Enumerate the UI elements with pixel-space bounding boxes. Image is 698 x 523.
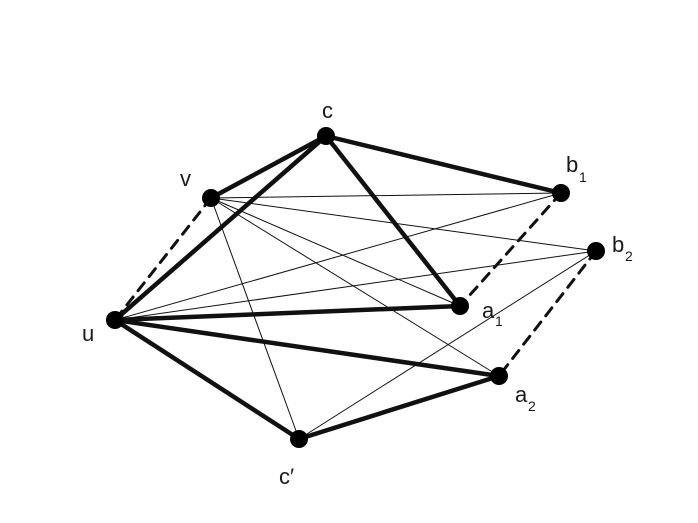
node-layer xyxy=(106,127,605,448)
edge-cp-b2 xyxy=(298,250,597,440)
node-label-a2: a xyxy=(515,382,528,407)
edge-v-b2 xyxy=(210,197,597,252)
node-c xyxy=(317,127,335,145)
node-label-cp: c′ xyxy=(279,464,294,489)
node-b2 xyxy=(587,242,605,260)
node-subscript-b1: 1 xyxy=(579,169,587,185)
edge-b2-a2 xyxy=(497,249,598,378)
edge-v-a2 xyxy=(210,197,500,377)
edge-b1-a1 xyxy=(458,191,563,308)
node-label-b2: b xyxy=(612,232,624,257)
edge-v-cp xyxy=(210,197,300,440)
node-label-v: v xyxy=(180,166,191,191)
node-v xyxy=(202,189,220,207)
edge-v-u xyxy=(113,196,213,322)
edge-u-a2 xyxy=(112,317,502,379)
node-cp xyxy=(290,430,308,448)
edge-u-cp xyxy=(112,317,302,442)
node-b1 xyxy=(552,184,570,202)
edge-c-a1 xyxy=(323,133,463,309)
node-u xyxy=(106,311,124,329)
edge-layer xyxy=(112,133,598,442)
node-a1 xyxy=(451,297,469,315)
node-label-c: c xyxy=(322,98,333,123)
edge-u-b2 xyxy=(114,250,597,321)
node-label-a1: a xyxy=(482,298,495,323)
edge-v-b1 xyxy=(210,192,562,199)
edge-c-u xyxy=(112,133,329,323)
edge-c-b1 xyxy=(323,133,564,196)
edge-v-a1 xyxy=(210,197,461,307)
edge-cp-a2 xyxy=(296,373,502,442)
node-subscript-a1: 1 xyxy=(495,313,503,329)
node-a2 xyxy=(490,367,508,385)
edge-u-a1 xyxy=(112,303,463,323)
node-subscript-b2: 2 xyxy=(625,248,633,264)
node-label-b1: b xyxy=(566,152,578,177)
edge-u-b1 xyxy=(114,192,562,321)
edge-c-v xyxy=(208,133,329,201)
node-subscript-a2: 2 xyxy=(528,398,536,414)
node-label-u: u xyxy=(82,321,94,346)
